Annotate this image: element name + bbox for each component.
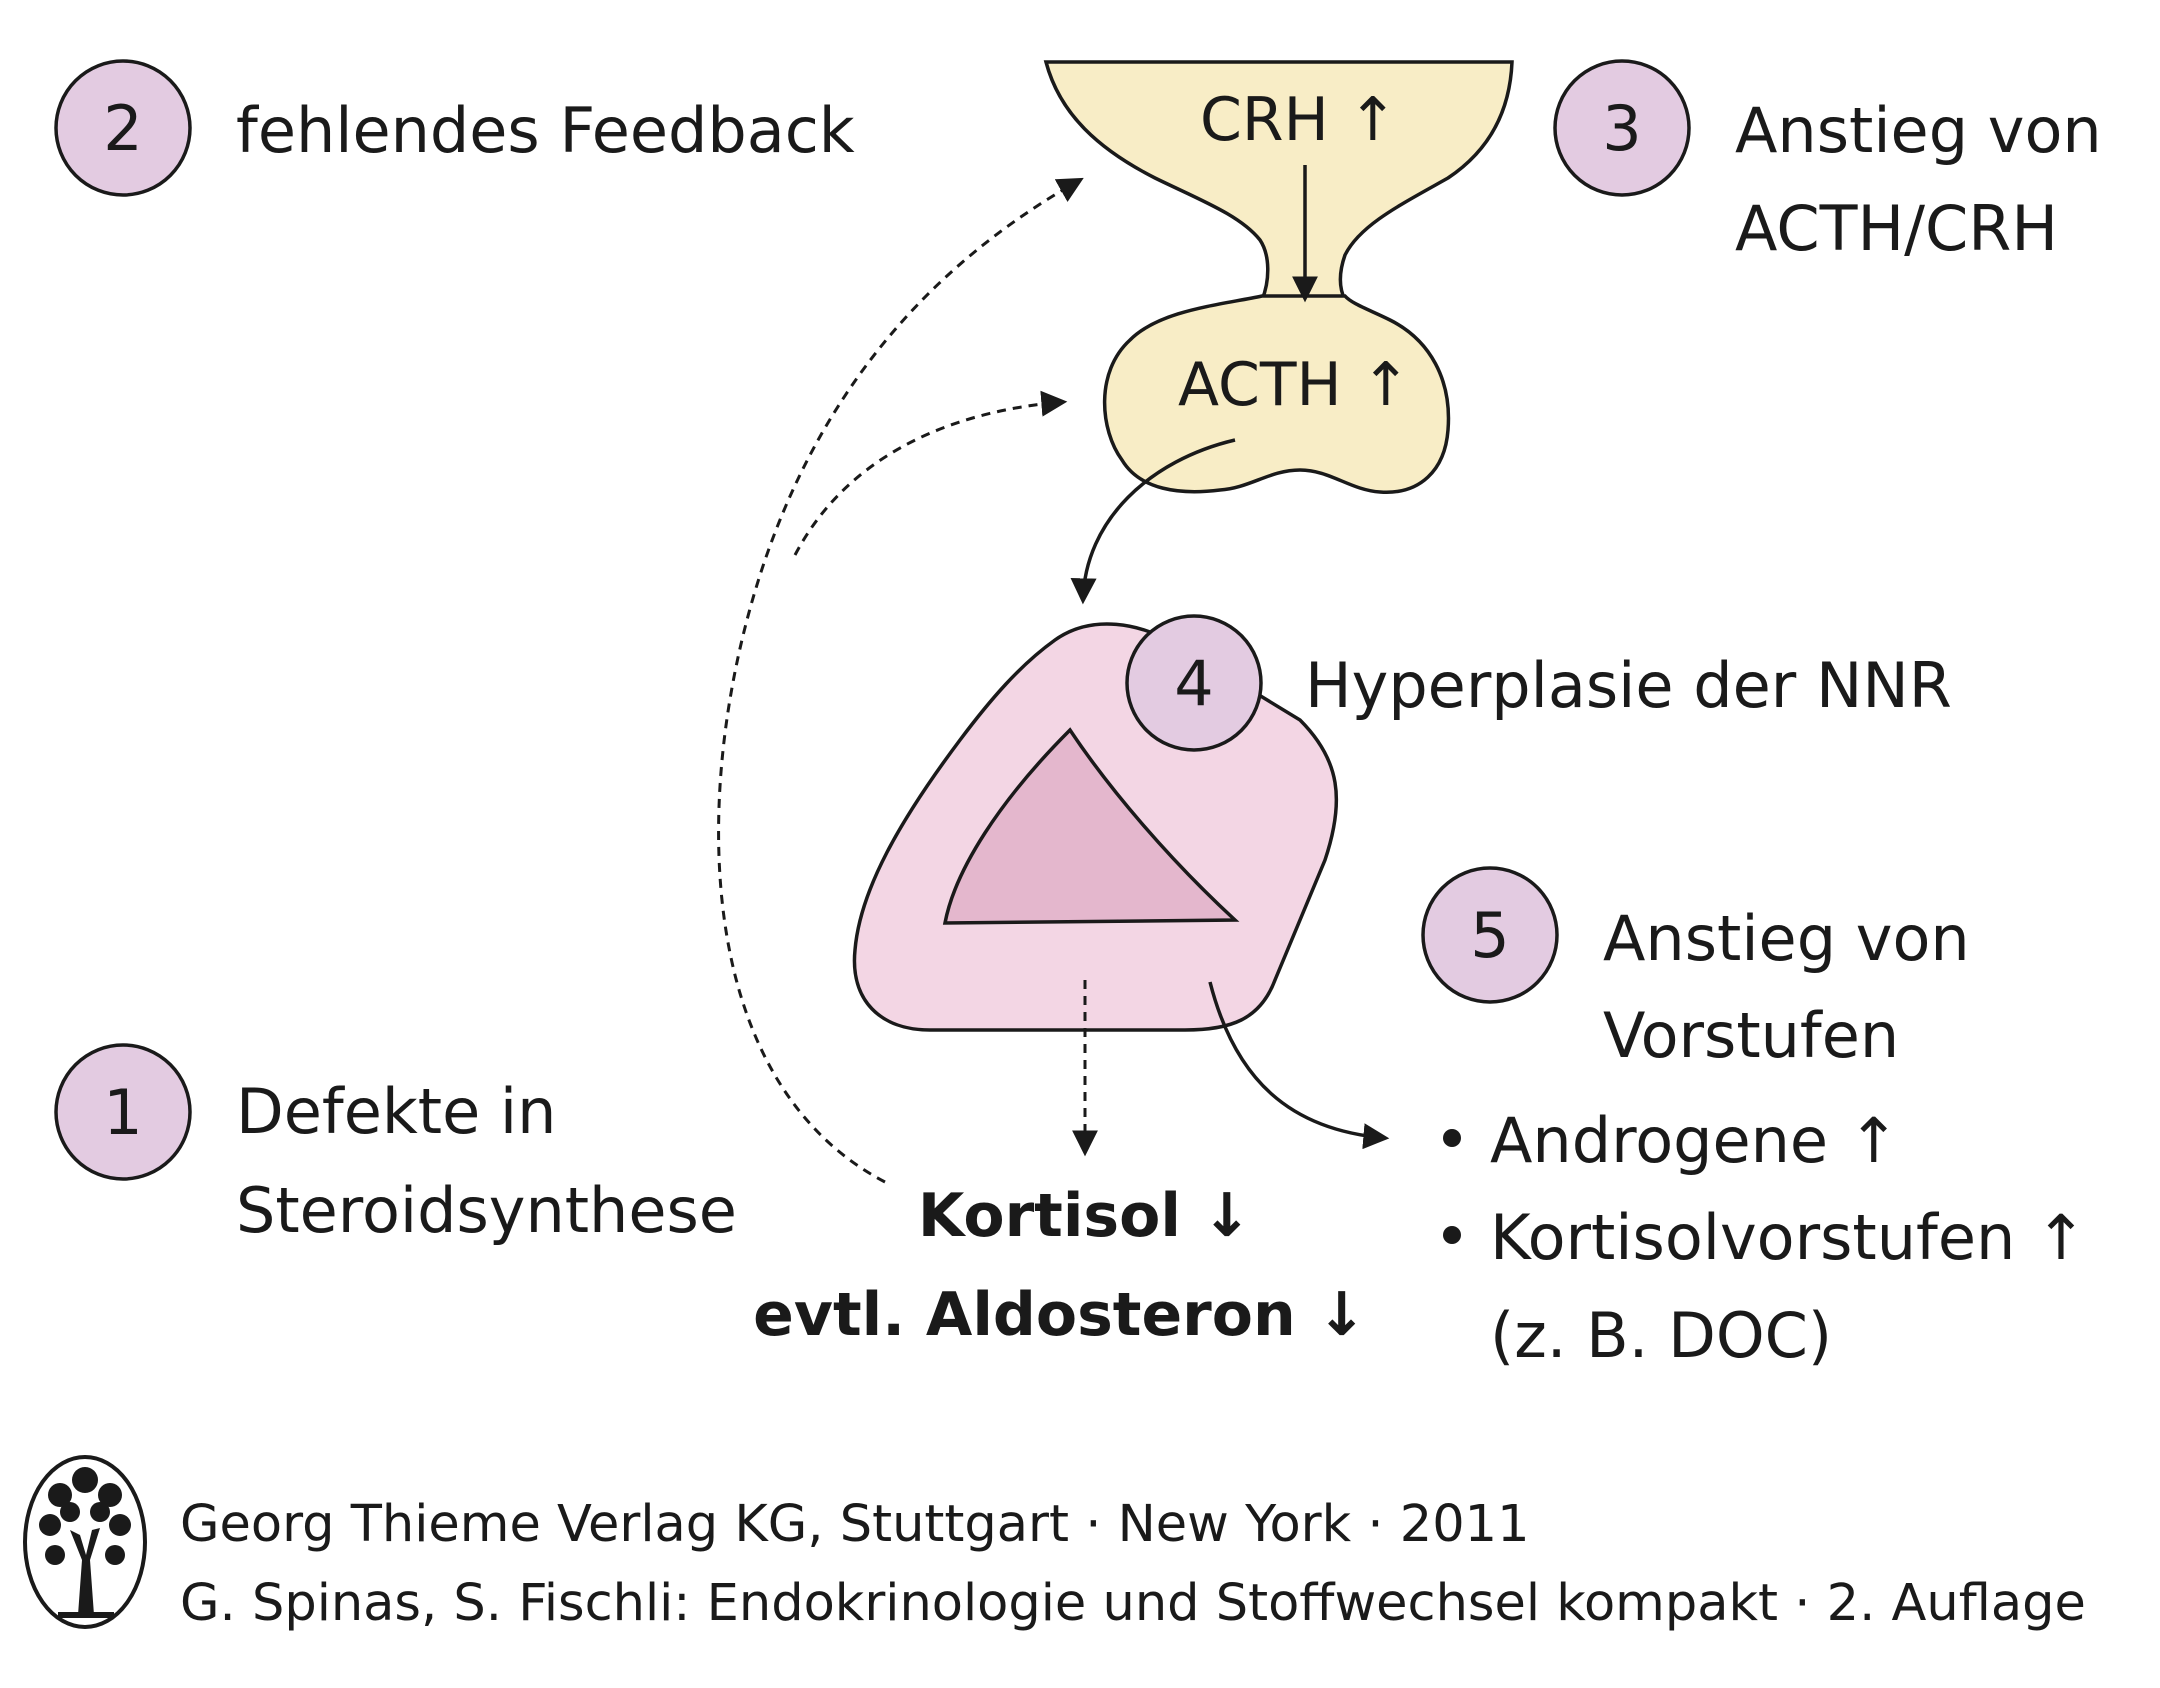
tree-logo-trunk <box>70 1528 100 1615</box>
step-5-label-line1: Anstieg von <box>1603 902 1970 975</box>
precursor-item-androgens: Androgene ↑ <box>1490 1104 1900 1177</box>
tree-logo-ground <box>58 1612 114 1618</box>
tree-logo-leaf <box>109 1514 131 1536</box>
step-4-label: Hyperplasie der NNR <box>1305 649 1952 722</box>
step-1: 1 Defekte in Steroidsynthese <box>54 1043 737 1247</box>
step-2: 2 fehlendes Feedback <box>54 59 855 197</box>
precursor-item-cortisol-precursors: Kortisolvorstufen ↑ <box>1490 1201 2087 1274</box>
step-4-number: 4 <box>1174 647 1213 720</box>
step-2-circle <box>54 59 192 197</box>
tree-logo-leaf <box>72 1467 98 1493</box>
step-3-number: 3 <box>1602 92 1641 165</box>
step-2-number: 2 <box>103 92 142 165</box>
step-1-number: 1 <box>103 1076 142 1149</box>
pituitary-shape <box>1102 294 1451 494</box>
tree-logo-leaf <box>48 1483 72 1507</box>
step-3-label-line1: Anstieg von <box>1735 94 2102 167</box>
step-4: 4 Hyperplasie der NNR <box>1125 614 1952 752</box>
aldosterone-low-label: evtl. Aldosteron ↓ <box>753 1280 1367 1350</box>
step-1-label-line2: Steroidsynthese <box>236 1174 737 1247</box>
tree-logo-leaf <box>45 1545 65 1565</box>
precursor-bullet-2 <box>1443 1226 1461 1244</box>
precursor-list: Androgene ↑ Kortisolvorstufen ↑ (z. B. D… <box>1443 1104 2087 1372</box>
tree-logo-leaf <box>98 1483 122 1507</box>
tree-logo <box>23 1455 147 1629</box>
tree-logo-leaf <box>90 1502 110 1522</box>
tree-logo-leaf <box>39 1514 61 1536</box>
credit-line-2: G. Spinas, S. Fischli: Endokrinologie un… <box>180 1574 2086 1633</box>
credit-line-1: Georg Thieme Verlag KG, Stuttgart · New … <box>180 1495 1530 1554</box>
adrenal-inner-shape <box>942 727 1240 925</box>
step-4-circle <box>1125 614 1263 752</box>
feedback-arrow-to-pituitary <box>793 390 1068 556</box>
step-3-circle <box>1553 59 1691 197</box>
precursor-bullet-1 <box>1443 1129 1461 1147</box>
step-5-label-line2: Vorstufen <box>1603 999 1899 1072</box>
step-2-label: fehlendes Feedback <box>236 94 855 167</box>
adrenal-to-precursors-arrow <box>1208 981 1390 1150</box>
step-3-label-line2: ACTH/CRH <box>1735 192 2058 265</box>
step-5: 5 Anstieg von Vorstufen <box>1421 866 1970 1072</box>
tree-logo-leaf <box>60 1502 80 1522</box>
step-5-circle <box>1421 866 1559 1004</box>
acth-label: ACTH ↑ <box>1178 350 1411 420</box>
tree-logo-leaf <box>105 1545 125 1565</box>
cortisol-low-label: Kortisol ↓ <box>918 1181 1252 1251</box>
step-1-circle <box>54 1043 192 1181</box>
step-5-number: 5 <box>1470 899 1509 972</box>
crh-label: CRH ↑ <box>1200 85 1398 155</box>
acth-to-adrenal-arrow <box>1070 438 1236 605</box>
feedback-arrow-to-hypothalamus <box>717 177 1084 1184</box>
step-1-label-line1: Defekte in <box>236 1075 556 1148</box>
precursor-note: (z. B. DOC) <box>1490 1299 1832 1372</box>
step-3: 3 Anstieg von ACTH/CRH <box>1553 59 2102 265</box>
